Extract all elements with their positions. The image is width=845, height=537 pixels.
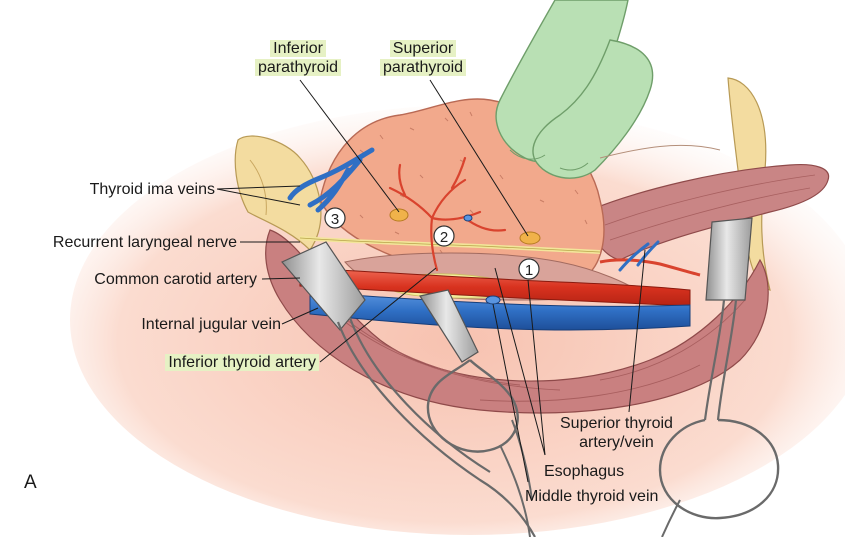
middle-retractor-blade — [419, 289, 479, 363]
marker-3-label: 3 — [331, 211, 339, 228]
recurrent-laryngeal-nerve-outline — [299, 237, 601, 253]
leader-inferior-parathyroid — [299, 79, 400, 213]
superior-thyroid-artery — [599, 258, 701, 277]
thyroid-ima-veins — [287, 147, 375, 213]
muscle-striations-lower — [299, 269, 746, 402]
label-esophagus: Esophagus — [544, 463, 625, 480]
label-superior-parathyroid-line2: parathyroid — [380, 59, 467, 76]
label-inferior-thyroid-artery: Inferior thyroid artery — [165, 353, 319, 372]
label-internal-jugular-vein: Internal jugular vein — [141, 316, 281, 333]
inferior-parathyroid-gland — [389, 208, 409, 222]
marker-2-label: 2 — [440, 229, 448, 246]
left-retractor-blade — [281, 241, 366, 331]
middle-thyroid-vein-stump — [485, 295, 501, 305]
label-inferior-parathyroid: Inferior parathyroid — [255, 39, 342, 77]
label-inferior-parathyroid-line1: Inferior — [270, 40, 326, 57]
leader-esophagus-b — [527, 279, 546, 456]
leader-middle-thyroid-vein — [492, 303, 529, 483]
superior-parathyroid-gland — [519, 231, 541, 245]
leader-thyroid-ima-veins-a — [216, 185, 301, 190]
right-retractor-ring — [658, 418, 780, 520]
leader-inferior-thyroid-artery — [319, 267, 437, 363]
middle-retractor-ring — [426, 359, 519, 453]
marker-1: 1 — [518, 258, 540, 280]
label-superior-thyroid-line2: artery/vein — [579, 434, 654, 451]
superior-thyroid-vein — [618, 240, 660, 272]
leader-thyroid-ima-veins-b — [216, 188, 301, 206]
label-superior-thyroid-artery-vein: Superior thyroid artery/vein — [560, 414, 673, 452]
panel-letter: A — [24, 472, 37, 493]
leader-esophagus-a — [494, 267, 546, 456]
leader-superior-parathyroid — [429, 79, 529, 237]
middle-retractor-shaft — [499, 419, 533, 537]
vein-stump-small — [463, 214, 473, 222]
label-recurrent-laryngeal-nerve: Recurrent laryngeal nerve — [52, 234, 237, 251]
leader-superior-thyroid — [628, 249, 646, 413]
strap-muscle-striations — [604, 174, 816, 241]
label-inferior-parathyroid-line2: parathyroid — [255, 59, 342, 76]
label-common-carotid-artery: Common carotid artery — [94, 271, 257, 288]
label-thyroid-ima-veins: Thyroid ima veins — [89, 181, 215, 198]
label-superior-parathyroid-line1: Superior — [389, 40, 457, 57]
label-middle-thyroid-vein: Middle thyroid vein — [525, 488, 659, 505]
marker-1-label: 1 — [525, 262, 533, 279]
inferior-thyroid-artery — [388, 156, 507, 272]
leader-common-carotid-artery — [261, 277, 301, 280]
gloved-finger-lower — [532, 39, 654, 179]
label-superior-thyroid-line1: Superior thyroid — [560, 415, 673, 432]
left-skin-fold — [249, 159, 267, 216]
leader-internal-jugular-vein — [281, 307, 319, 325]
right-retractor-blade — [705, 217, 753, 301]
leader-lines — [216, 79, 646, 483]
right-retractor-tail — [661, 499, 681, 537]
glove-knuckle — [509, 149, 589, 171]
marker-3: 3 — [324, 207, 346, 229]
glove-edge-line — [599, 144, 721, 159]
marker-2: 2 — [433, 225, 455, 247]
label-superior-parathyroid: Superior parathyroid — [380, 39, 467, 77]
right-retractor-shaft — [703, 299, 738, 421]
label-inferior-thyroid-artery-text: Inferior thyroid artery — [165, 354, 319, 371]
left-retractor-handle — [336, 317, 536, 537]
